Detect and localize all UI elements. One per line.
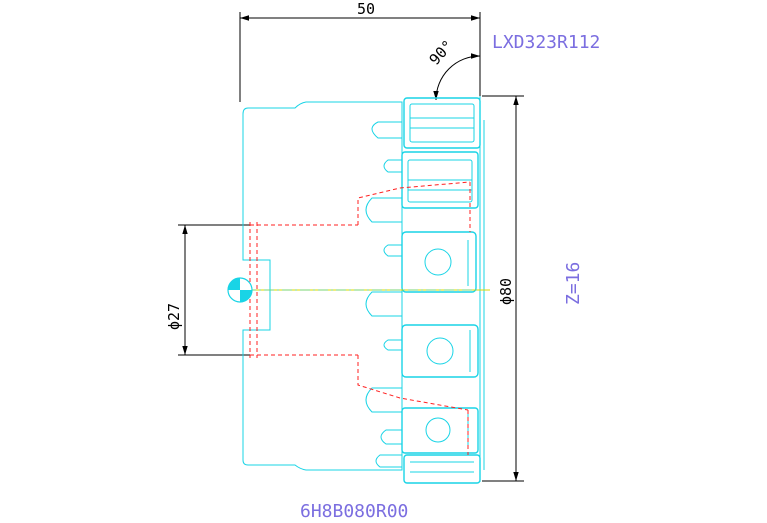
dimension-angle: 90° xyxy=(426,36,481,101)
bore-diameter-value: ϕ27 xyxy=(165,303,183,330)
inserts xyxy=(401,96,485,484)
dimension-bore-diameter: ϕ27 xyxy=(165,224,250,356)
part-code-label: 6H8B080R00 xyxy=(300,501,408,522)
angle-value: 90° xyxy=(426,36,458,68)
center-mark-icon xyxy=(227,277,253,303)
hidden-lines xyxy=(249,181,471,455)
cutter-body xyxy=(242,101,403,471)
dimension-length: 50 xyxy=(239,0,481,102)
tooth-count-label: Z=16 xyxy=(563,262,584,305)
length-value: 50 xyxy=(357,0,375,18)
chip-gullets xyxy=(365,121,402,468)
dimension-outer-diameter: ϕ80 xyxy=(482,95,524,482)
model-code-label: LXD323R112 xyxy=(492,32,600,53)
outer-diameter-value: ϕ80 xyxy=(497,278,515,305)
